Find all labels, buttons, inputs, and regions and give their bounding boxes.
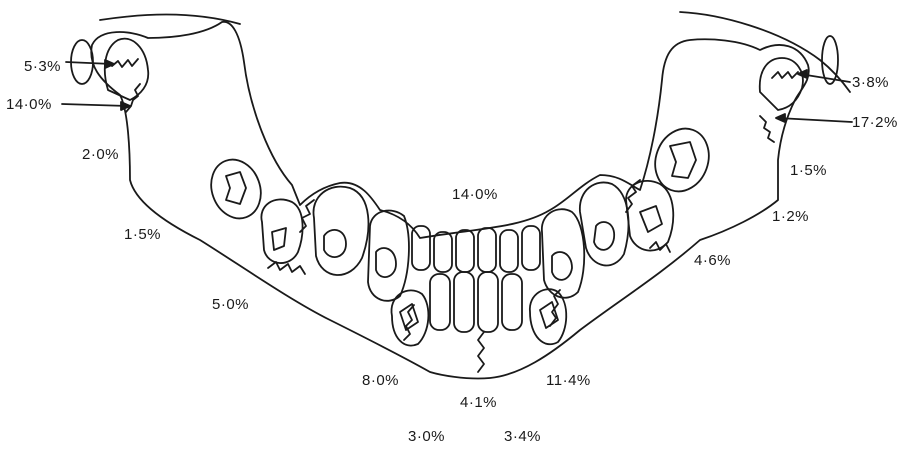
left-molar-2 (313, 187, 368, 275)
left-molar-1 (261, 199, 302, 263)
right-molar-1 (626, 181, 673, 251)
fracture-right-condyle (772, 72, 798, 78)
label-left-angle: 1·5% (124, 226, 161, 243)
arrow-right-subcondylar-head (776, 114, 785, 122)
right-ear-oval (822, 36, 838, 84)
left-condyle-head (105, 39, 148, 100)
fracture-left-body (268, 262, 305, 274)
arrow-right-subcondylar (778, 118, 852, 122)
label-symphysis: 4·1% (460, 394, 497, 411)
right-coronoid-line (680, 12, 850, 92)
arrow-left-subcondylar (62, 104, 128, 106)
fracture-left-condyle (112, 59, 138, 67)
right-condyle-head (760, 58, 803, 110)
label-right-subcondylar: 17·2% (852, 114, 898, 131)
left-molar-crypt (203, 153, 269, 226)
label-left-subcondylar: 14·0% (6, 96, 52, 113)
left-coronoid-line (100, 15, 240, 25)
arrow-left-condyle-head (105, 60, 114, 68)
label-left-condyle: 5·3% (24, 58, 61, 75)
fracture-symphysis (478, 332, 484, 372)
fracture-left-parasymph (404, 305, 414, 340)
label-right-lower: 3·4% (504, 428, 541, 445)
label-left-lower: 3·0% (408, 428, 445, 445)
incisors-upper-row (412, 226, 540, 272)
fracture-right-subcondylar (760, 116, 774, 142)
label-right-ramus: 1·5% (790, 162, 827, 179)
right-molar-crypt (647, 121, 718, 199)
incisors-lower-row (430, 272, 522, 332)
right-premolar (542, 209, 584, 298)
arrow-right-condyle-head (798, 70, 807, 78)
label-right-parasymphysis: 11·4% (546, 372, 591, 389)
label-left-parasymphysis: 8·0% (362, 372, 399, 389)
left-premolar (368, 211, 409, 301)
label-right-condyle: 3·8% (852, 74, 889, 91)
label-dentoalveolar: 14·0% (452, 186, 498, 203)
label-right-angle: 1·2% (772, 208, 809, 225)
right-molar-2 (580, 182, 629, 265)
label-left-body: 5·0% (212, 296, 249, 313)
label-left-ramus: 2·0% (82, 146, 119, 163)
label-right-body: 4·6% (694, 252, 731, 269)
